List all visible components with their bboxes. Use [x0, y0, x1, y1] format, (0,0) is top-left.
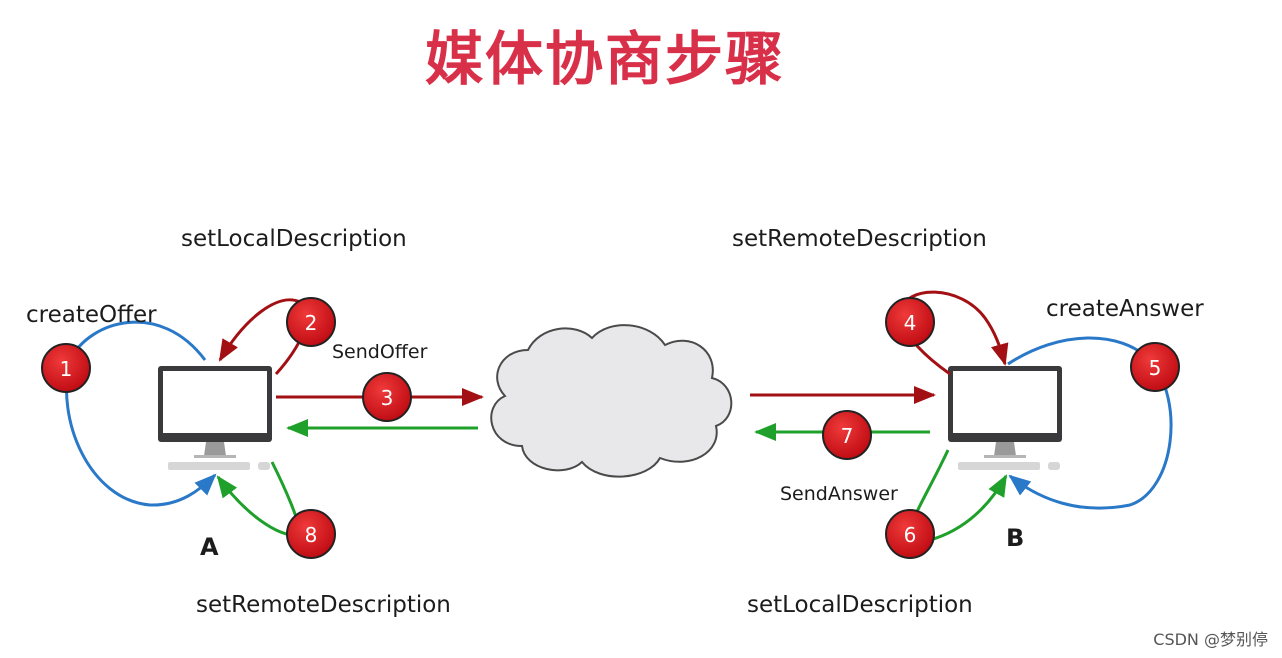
step-badge-2: 2	[286, 297, 336, 347]
step-badge-1: 1	[41, 343, 91, 393]
create-answer-arrow	[1007, 336, 1173, 510]
step-number: 5	[1149, 356, 1162, 380]
label-send-offer: SendOffer	[332, 341, 428, 363]
node-a-label: A	[200, 533, 219, 561]
step-badge-3: 3	[362, 372, 412, 422]
label-send-answer: SendAnswer	[780, 483, 898, 505]
step-number: 4	[904, 311, 917, 335]
create-offer-arrow	[65, 320, 217, 507]
step-number: 3	[381, 386, 394, 410]
label-set-local-bottom: setLocalDescription	[747, 592, 973, 618]
watermark: CSDN @梦别停	[1153, 630, 1268, 649]
step-number: 6	[904, 523, 917, 547]
set-remote-a-arrow	[216, 461, 302, 537]
label-create-offer: createOffer	[26, 302, 157, 328]
step-number: 2	[305, 311, 318, 335]
node-b-label: B	[1006, 524, 1025, 552]
page-title: 媒体协商步骤	[424, 25, 785, 93]
step-badge-4: 4	[885, 297, 935, 347]
step-number: 8	[305, 523, 318, 547]
cloud-icon	[490, 324, 733, 478]
computer-a-icon	[158, 366, 272, 470]
computer-b-icon	[948, 366, 1062, 470]
step-badge-6: 6	[885, 509, 935, 559]
step-number: 1	[60, 357, 73, 381]
set-remote-b-arrow	[898, 290, 1009, 376]
label-create-answer: createAnswer	[1046, 296, 1204, 322]
step-badge-7: 7	[822, 410, 872, 460]
step-number: 7	[841, 424, 854, 448]
label-set-remote-top: setRemoteDescription	[732, 226, 987, 252]
step-badge-5: 5	[1130, 342, 1180, 392]
label-set-local-top: setLocalDescription	[181, 226, 407, 252]
send-answer-line	[913, 449, 950, 517]
label-set-remote-bottom: setRemoteDescription	[196, 592, 451, 618]
step-badge-8: 8	[286, 509, 336, 559]
set-local-b-arrow	[929, 474, 1008, 542]
